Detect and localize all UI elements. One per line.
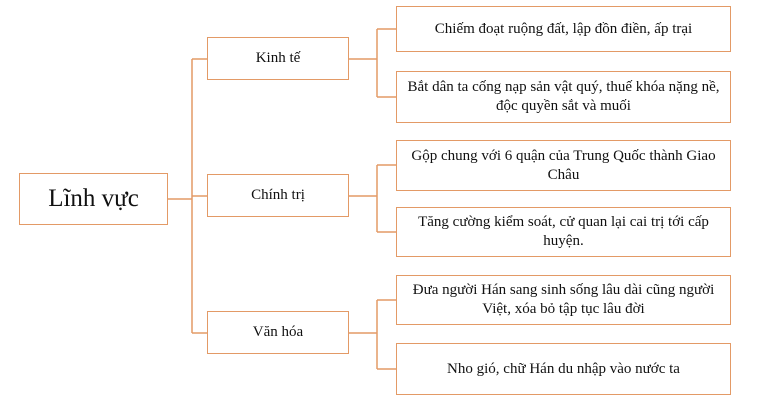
category-node-chinh-tri: Chính trị [207,174,349,217]
leaf-node-van-hoa-2: Nho gió, chữ Hán du nhập vào nước ta [396,343,731,395]
category-label-van-hoa: Văn hóa [252,324,304,341]
root-node-label: Lĩnh vực [48,185,139,213]
leaf-node-chinh-tri-2: Tăng cường kiểm soát, cử quan lại cai tr… [396,207,731,257]
root-node-linh-vuc: Lĩnh vực [19,173,168,225]
leaf-node-chinh-tri-1: Gộp chung với 6 quận của Trung Quốc thàn… [396,140,731,191]
leaf-text: Gộp chung với 6 quận của Trung Quốc thàn… [411,147,716,183]
category-node-kinh-te: Kinh tế [207,37,349,80]
category-label-kinh-te: Kinh tế [255,50,301,67]
category-node-van-hoa: Văn hóa [207,311,349,354]
leaf-text: Nho gió, chữ Hán du nhập vào nước ta [447,360,680,377]
leaf-text: Đưa người Hán sang sinh sống lâu dài cũn… [412,282,715,317]
leaf-node-kinh-te-1: Chiếm đoạt ruộng đất, lập đồn điền, ấp t… [396,6,731,52]
leaf-text: Bắt dân ta cống nạp sản vật quý, thuế kh… [407,79,720,114]
leaf-text: Chiếm đoạt ruộng đất, lập đồn điền, ấp t… [434,20,693,37]
leaf-node-kinh-te-2: Bắt dân ta cống nạp sản vật quý, thuế kh… [396,71,731,123]
leaf-node-van-hoa-1: Đưa người Hán sang sinh sống lâu dài cũn… [396,275,731,325]
category-label-chinh-tri: Chính trị [251,187,305,204]
leaf-text: Tăng cường kiểm soát, cử quan lại cai tr… [418,214,709,249]
